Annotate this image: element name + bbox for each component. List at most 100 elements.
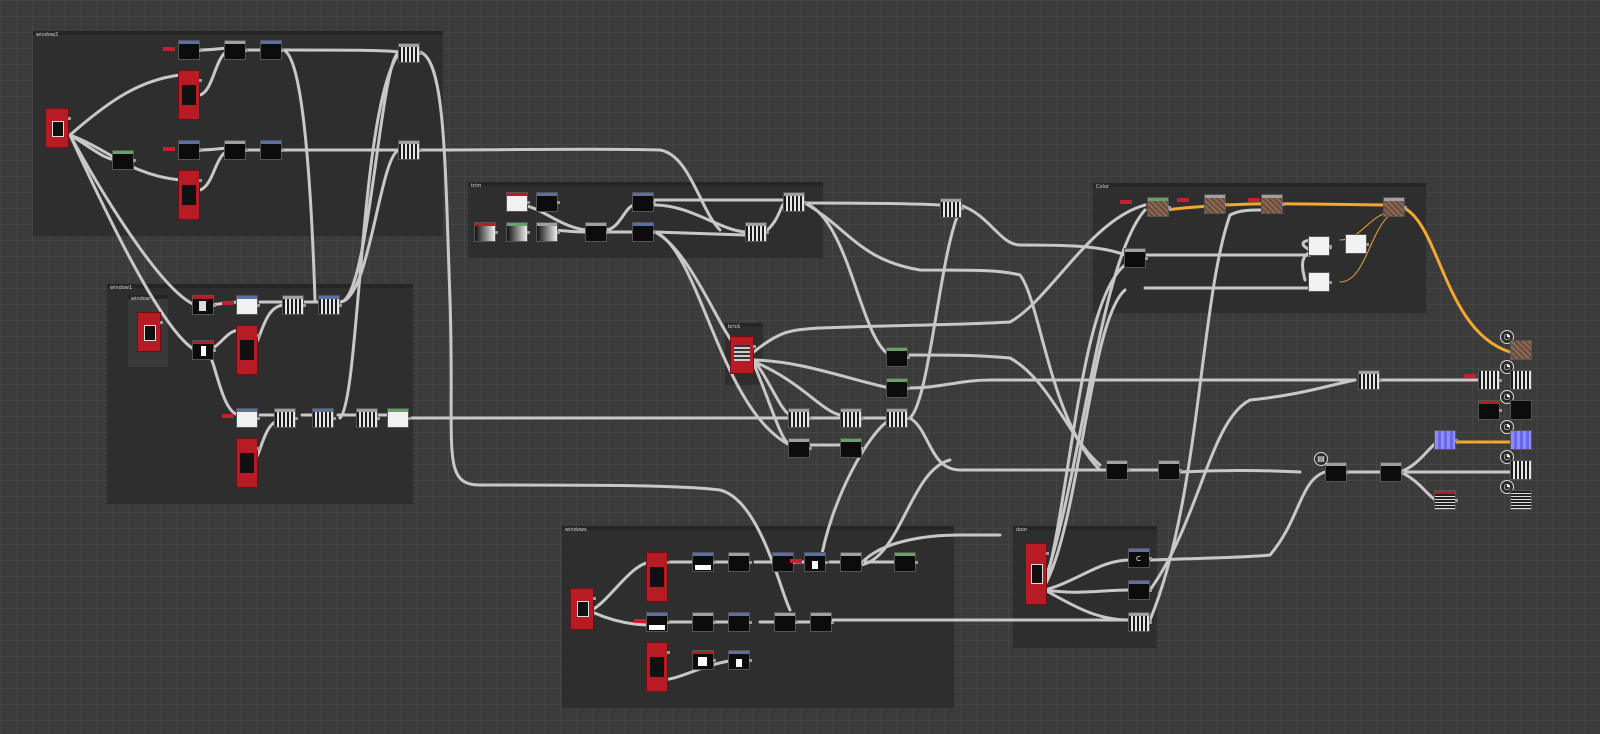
port-icon[interactable] — [222, 414, 234, 418]
port-icon[interactable] — [1464, 374, 1476, 378]
blend-node[interactable] — [788, 408, 812, 428]
transform-node[interactable] — [646, 612, 670, 632]
color-node[interactable] — [1204, 194, 1228, 214]
port-icon[interactable] — [163, 47, 175, 51]
tile-node[interactable] — [646, 552, 670, 602]
transform-node[interactable] — [632, 222, 656, 242]
levels-node[interactable] — [536, 222, 560, 242]
normal-node[interactable] — [1434, 430, 1458, 450]
blend-node[interactable] — [1380, 462, 1404, 482]
color-node[interactable] — [1147, 197, 1171, 217]
blend-node[interactable] — [1325, 462, 1349, 482]
port-icon[interactable] — [1120, 200, 1132, 204]
port-icon[interactable] — [634, 619, 646, 623]
blend-node[interactable] — [745, 222, 769, 242]
transform-node[interactable] — [178, 140, 202, 160]
color-node[interactable] — [1261, 194, 1285, 214]
blend-node[interactable] — [1128, 612, 1152, 632]
blend-node[interactable] — [810, 612, 834, 632]
uniform-node[interactable] — [1345, 234, 1369, 254]
frame-window2[interactable]: window2 — [33, 31, 443, 236]
blend-node[interactable] — [224, 40, 248, 60]
output-metallic-node[interactable] — [1510, 400, 1532, 420]
shape-node[interactable] — [192, 340, 216, 360]
blend-node[interactable] — [1124, 248, 1148, 268]
levels-node[interactable] — [506, 222, 530, 242]
output-normal-node[interactable] — [1510, 430, 1532, 450]
shape-node[interactable] — [506, 192, 530, 212]
switch-node[interactable] — [894, 552, 918, 572]
transform-node[interactable] — [236, 408, 260, 428]
port-icon[interactable] — [1248, 198, 1260, 202]
pattern-node[interactable] — [1025, 543, 1049, 605]
port-icon[interactable] — [222, 301, 234, 305]
port-icon[interactable] — [1177, 198, 1189, 202]
brick-pattern-node[interactable] — [730, 336, 756, 374]
pattern-node[interactable] — [570, 588, 596, 630]
blend-node[interactable] — [260, 140, 284, 160]
switch-node[interactable] — [886, 378, 910, 398]
switch-node[interactable] — [840, 438, 864, 458]
shape-node[interactable] — [692, 650, 716, 670]
blend-node[interactable] — [1478, 370, 1502, 390]
output-basecolor-node[interactable] — [1510, 340, 1532, 360]
blend-node[interactable] — [224, 140, 248, 160]
blend-node[interactable] — [274, 408, 298, 428]
tile-node[interactable] — [236, 325, 260, 375]
output-node[interactable] — [387, 408, 411, 428]
transform-node[interactable] — [1128, 580, 1152, 600]
transform-node[interactable] — [632, 192, 656, 212]
switch-node[interactable] — [112, 150, 136, 170]
blend-node[interactable] — [940, 198, 964, 218]
document-icon[interactable]: ▤ — [1314, 452, 1328, 466]
port-icon[interactable] — [163, 147, 175, 151]
blend-node[interactable] — [692, 612, 716, 632]
pattern-node[interactable] — [137, 312, 163, 352]
blend-node[interactable] — [356, 408, 380, 428]
transform-node[interactable] — [728, 650, 752, 670]
blend-node[interactable] — [282, 295, 306, 315]
blend-node[interactable] — [840, 408, 864, 428]
uniform-node[interactable] — [1308, 272, 1332, 292]
transform-node[interactable] — [536, 192, 560, 212]
shape-node[interactable] — [192, 295, 216, 315]
output-height-node[interactable] — [1510, 370, 1532, 390]
blend-node[interactable] — [1158, 460, 1182, 480]
blend-node[interactable] — [783, 192, 807, 212]
blend-node[interactable] — [840, 552, 864, 572]
blend-node[interactable] — [585, 222, 609, 242]
tile-node[interactable] — [646, 642, 670, 692]
blend-node[interactable] — [1478, 400, 1502, 420]
tile-node[interactable] — [178, 70, 202, 120]
frame-title: door — [1016, 527, 1028, 533]
blend-node[interactable] — [312, 408, 336, 428]
blend-node[interactable] — [728, 612, 752, 632]
output-ao-node[interactable] — [1510, 490, 1532, 510]
tile-node[interactable] — [178, 170, 202, 220]
transform-node[interactable] — [804, 552, 828, 572]
noise-node[interactable] — [1434, 490, 1458, 510]
transform-node[interactable] — [178, 40, 202, 60]
output-roughness-node[interactable] — [1510, 460, 1532, 480]
blend-node[interactable] — [260, 40, 284, 60]
transform-node[interactable]: C — [1128, 548, 1152, 568]
blend-node[interactable] — [1106, 460, 1130, 480]
pattern-node[interactable] — [45, 108, 71, 148]
color-node[interactable] — [1383, 197, 1407, 217]
blend-node[interactable] — [886, 408, 910, 428]
output-node[interactable] — [398, 43, 422, 63]
gradient-node[interactable] — [474, 222, 498, 242]
blend-node[interactable] — [1358, 370, 1382, 390]
switch-node[interactable] — [886, 347, 910, 367]
uniform-node[interactable] — [1308, 236, 1332, 256]
port-icon[interactable] — [790, 559, 802, 563]
transform-node[interactable] — [692, 552, 716, 572]
transform-node[interactable] — [236, 295, 260, 315]
output-node[interactable] — [398, 140, 422, 160]
blend-node[interactable] — [788, 438, 812, 458]
tile-node[interactable] — [236, 438, 260, 488]
blend-node[interactable] — [774, 612, 798, 632]
blend-node[interactable] — [728, 552, 752, 572]
blend-node[interactable] — [318, 295, 342, 315]
